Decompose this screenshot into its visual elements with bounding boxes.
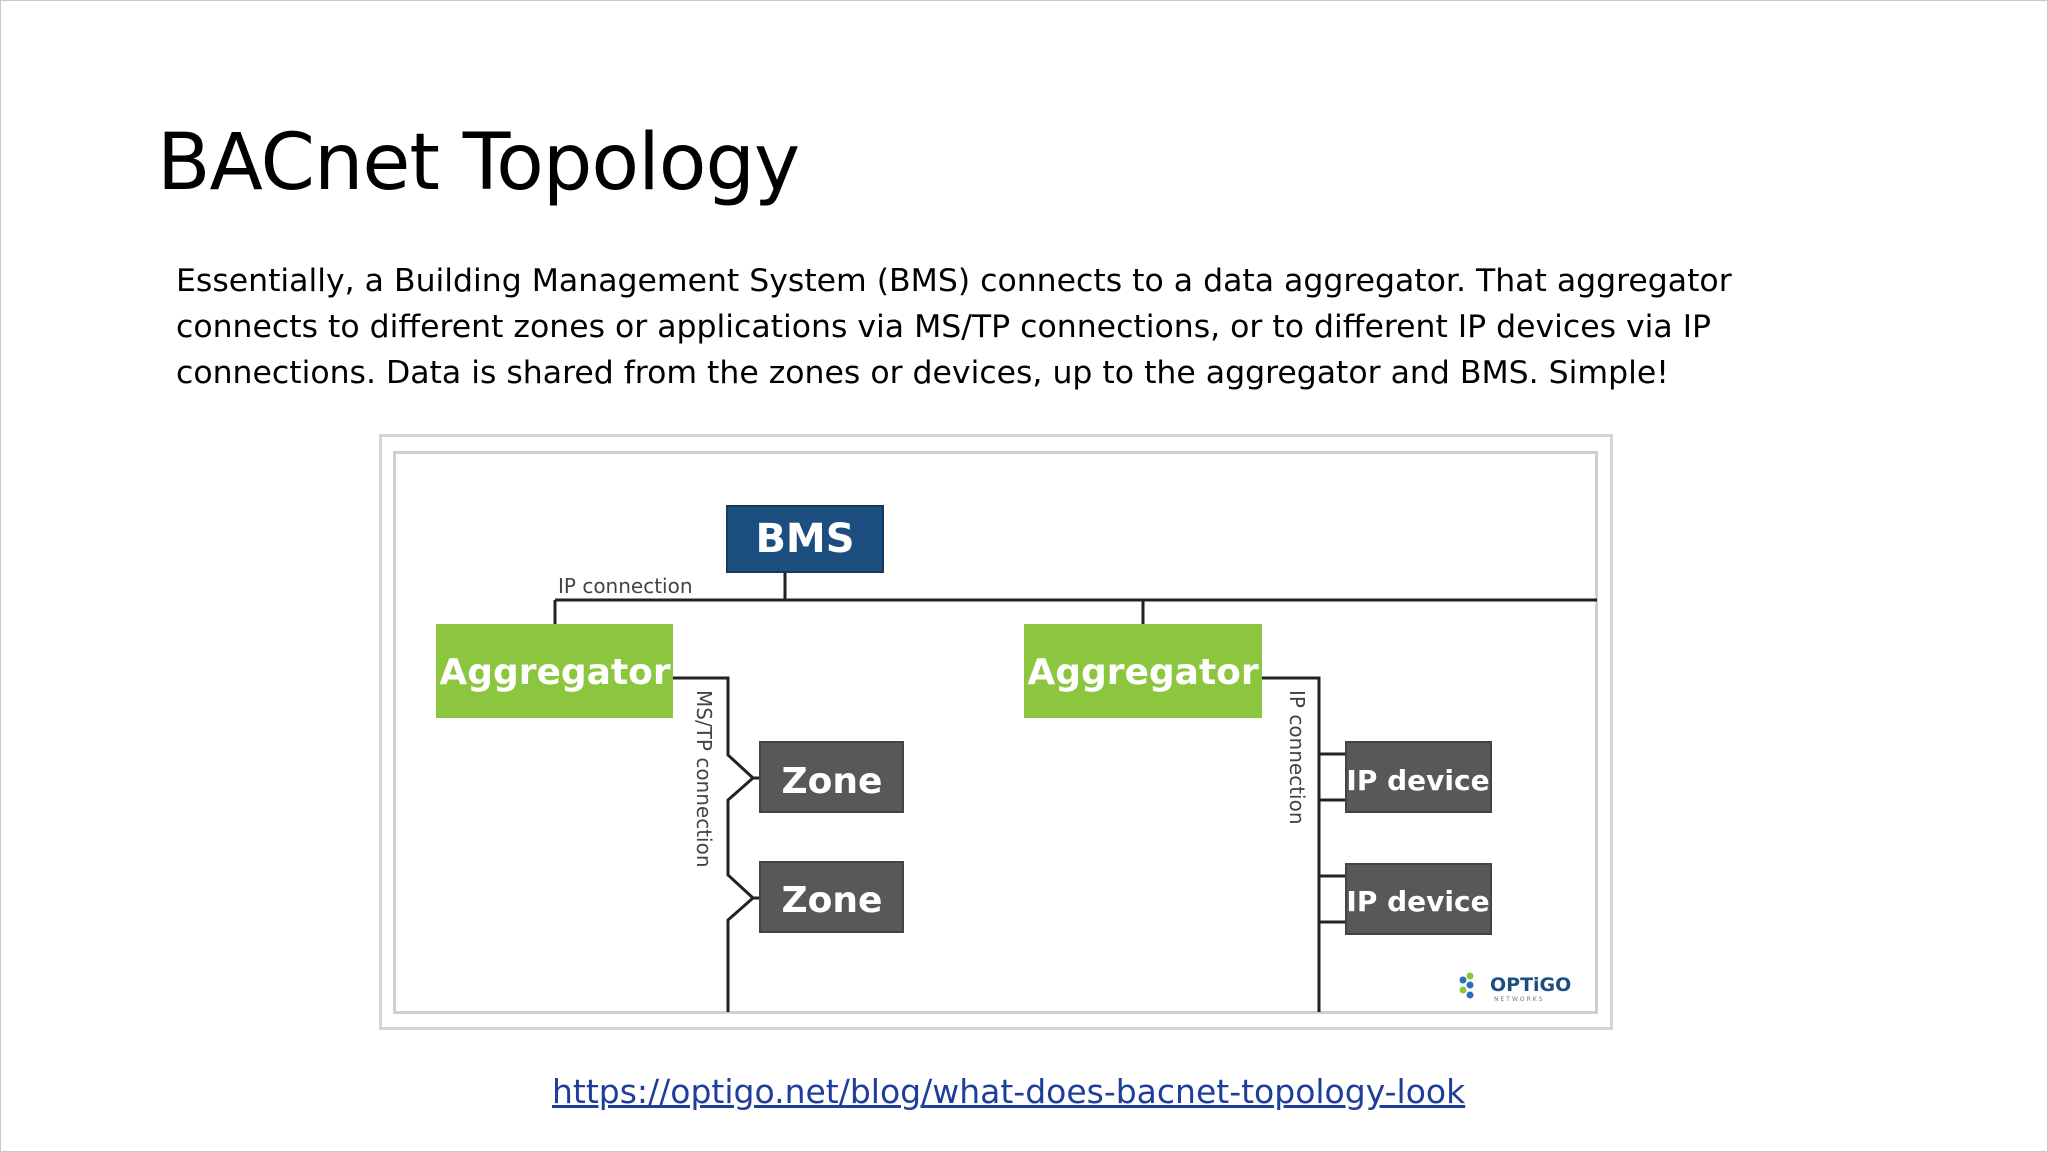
ip-connection-side-label: IP connection: [1285, 690, 1309, 825]
zone-1-box: [759, 741, 904, 813]
bms-label: BMS: [755, 516, 854, 562]
optigo-logo: OPTiGO NETWORKS: [1459, 972, 1571, 1003]
ip-device-2-box: [1345, 863, 1492, 935]
slide-title: BACnet Topology: [157, 118, 800, 208]
zone-2-label: Zone: [782, 880, 883, 921]
ip-device-2-label: IP device: [1346, 885, 1489, 918]
mstp-bus-line: [672, 676, 756, 1012]
optigo-logo-subtext: NETWORKS: [1494, 996, 1545, 1003]
ip-device-1-box: [1345, 741, 1492, 813]
bms-box: [726, 505, 884, 573]
optigo-logo-text: OPTiGO: [1490, 974, 1571, 996]
zone-2-box: [759, 861, 904, 933]
aggregator-left-label: Aggregator: [439, 652, 671, 693]
aggregator-left-box: [436, 624, 673, 718]
ip-connection-top-label: IP connection: [558, 574, 693, 598]
optigo-logo-mark-icon: [1459, 972, 1474, 999]
aggregator-right-label: Aggregator: [1027, 652, 1259, 693]
source-link[interactable]: https://optigo.net/blog/what-does-bacnet…: [552, 1072, 1466, 1111]
mstp-connection-label: MS/TP connection: [692, 690, 716, 868]
ip-device-1-label: IP device: [1346, 764, 1489, 797]
slide-body-text: Essentially, a Building Management Syste…: [176, 263, 1732, 391]
connector-lines: [553, 570, 1597, 1012]
ip-side-bus-line: [1262, 676, 1321, 1012]
zone-1-label: Zone: [782, 761, 883, 802]
aggregator-right-box: [1024, 624, 1262, 718]
